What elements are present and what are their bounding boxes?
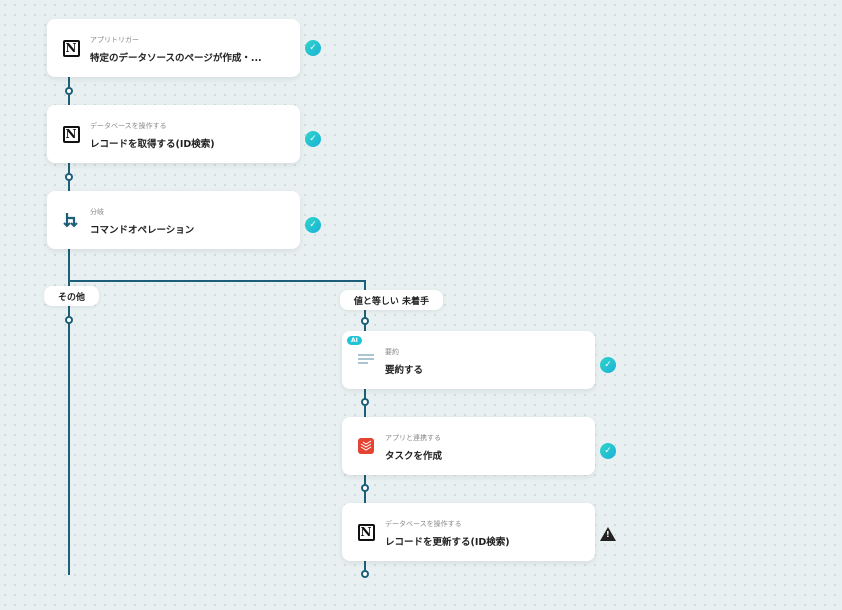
notion-icon: N (61, 124, 81, 144)
step-title: レコードを更新する(ID検索) (385, 537, 510, 548)
add-step-button[interactable] (361, 570, 369, 578)
add-step-button[interactable] (65, 87, 73, 95)
step-type: 要約 (385, 348, 399, 356)
step-type: データベースを操作する (385, 520, 462, 528)
check-icon: ✓ (600, 357, 616, 373)
branch-label-other[interactable]: その他 (44, 286, 99, 306)
notion-icon: N (356, 522, 376, 542)
step-card-branch[interactable]: 分岐 コマンドオペレーション (47, 191, 300, 249)
step-type: 分岐 (90, 208, 104, 216)
check-icon: ✓ (600, 443, 616, 459)
summary-icon (356, 350, 376, 370)
notion-icon: N (61, 38, 81, 58)
add-step-button[interactable] (361, 317, 369, 325)
step-type: データベースを操作する (90, 122, 167, 130)
branch-icon (61, 210, 81, 230)
step-title: タスクを作成 (385, 451, 443, 462)
connector (68, 280, 366, 282)
ai-badge: AI (347, 336, 362, 345)
step-title: 要約する (385, 365, 424, 376)
step-card-create-task[interactable]: アプリと連携する タスクを作成 (342, 417, 595, 475)
step-title: レコードを取得する(ID検索) (90, 139, 215, 150)
step-card-trigger[interactable]: N アプリトリガー 特定のデータソースのページが作成・... (47, 19, 300, 77)
step-card-summary[interactable]: AI 要約 要約する (342, 331, 595, 389)
step-type: アプリトリガー (90, 36, 139, 44)
step-card-update-record[interactable]: N データベースを操作する レコードを更新する(ID検索) (342, 503, 595, 561)
check-icon: ✓ (305, 40, 321, 56)
step-title: コマンドオペレーション (90, 225, 195, 236)
add-step-button[interactable] (65, 173, 73, 181)
branch-label-equal[interactable]: 値と等しい 未着手 (340, 290, 443, 310)
add-step-button[interactable] (361, 484, 369, 492)
add-step-button[interactable] (65, 316, 73, 324)
add-step-button[interactable] (361, 398, 369, 406)
check-icon: ✓ (305, 217, 321, 233)
step-type: アプリと連携する (385, 434, 441, 442)
step-title: 特定のデータソースのページが作成・... (90, 53, 262, 64)
todoist-icon (356, 436, 376, 456)
check-icon: ✓ (305, 131, 321, 147)
connector (68, 77, 70, 575)
warning-icon: ! (600, 527, 616, 541)
step-card-get-record[interactable]: N データベースを操作する レコードを取得する(ID検索) (47, 105, 300, 163)
